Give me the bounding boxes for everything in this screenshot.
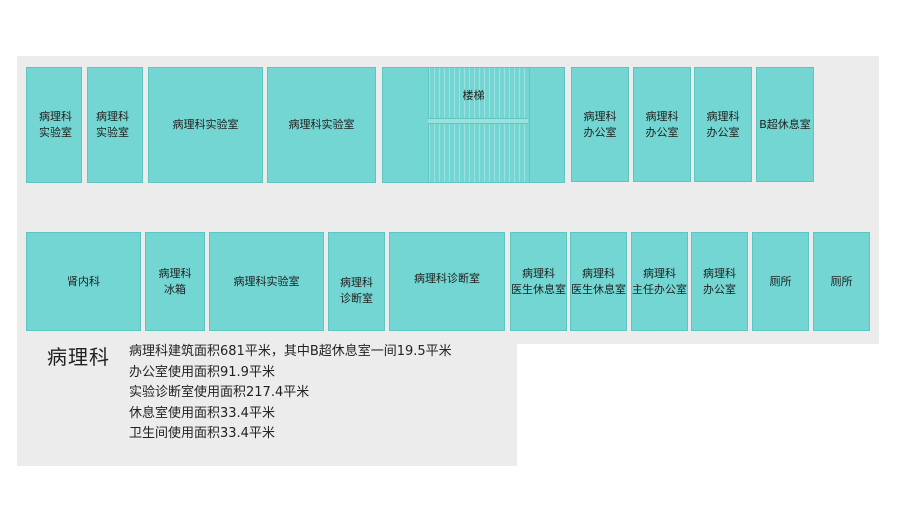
room-doctor-rest-2: 病理科 医生休息室 [570, 232, 627, 331]
room-label: 病理科 医生休息室 [511, 266, 566, 296]
stair-steps [428, 68, 530, 182]
room-office-1: 病理科 办公室 [571, 67, 629, 182]
room-diagnosis-2: 病理科诊断室 [389, 232, 505, 331]
room-label: 病理科 办公室 [703, 266, 736, 296]
department-title: 病理科 [47, 345, 110, 369]
room-label: 厕所 [769, 274, 792, 288]
room-label: 病理科 实验室 [96, 110, 129, 139]
note-line: 办公室使用面积91.9平米 [129, 364, 275, 380]
room-director-office: 病理科 主任办公室 [631, 232, 688, 331]
room-label: 病理科 实验室 [39, 110, 72, 139]
area-notes: 病理科建筑面积681平米，其中B超休息室一间19.5平米 办公室使用面积91.9… [129, 342, 452, 445]
room-label: 病理科实验室 [288, 118, 355, 131]
room-toilet-1: 厕所 [752, 232, 809, 331]
room-lab-4: 病理科实验室 [267, 67, 376, 183]
room-diagnosis-1: 病理科 诊断室 [328, 232, 385, 331]
room-label: 病理科 办公室 [706, 109, 740, 139]
room-lab-1: 病理科 实验室 [26, 67, 82, 183]
note-line: 病理科建筑面积681平米，其中B超休息室一间19.5平米 [129, 344, 452, 359]
room-label: 病理科 医生休息室 [571, 266, 626, 296]
room-office-4: 病理科 办公室 [691, 232, 748, 331]
room-label: B超休息室 [759, 117, 811, 131]
room-refrigerator: 病理科 冰箱 [145, 232, 205, 331]
note-line: 休息室使用面积33.4平米 [129, 405, 275, 421]
room-label: 病理科 冰箱 [158, 266, 192, 296]
room-label: 病理科诊断室 [414, 272, 480, 285]
room-office-3: 病理科 办公室 [694, 67, 752, 182]
room-nephrology: 肾内科 [26, 232, 141, 331]
room-office-2: 病理科 办公室 [633, 67, 691, 182]
stair-landing [428, 118, 528, 124]
room-label: 肾内科 [67, 274, 100, 288]
room-doctor-rest-1: 病理科 医生休息室 [510, 232, 567, 331]
room-stairs: 楼梯 [382, 67, 565, 183]
notes-panel-background [17, 344, 517, 466]
note-line: 卫生间使用面积33.4平米 [129, 426, 275, 441]
room-label: 厕所 [830, 274, 853, 288]
room-lab-2: 病理科 实验室 [87, 67, 143, 183]
room-label: 楼梯 [462, 89, 485, 102]
room-label: 病理科实验室 [233, 274, 300, 288]
room-label: 病理科实验室 [172, 118, 239, 131]
room-ultrasound-rest: B超休息室 [756, 67, 814, 182]
room-toilet-2: 厕所 [813, 232, 870, 331]
room-label: 病理科 诊断室 [340, 275, 373, 305]
room-label: 病理科 办公室 [645, 109, 679, 139]
room-label: 病理科 主任办公室 [632, 266, 687, 296]
room-label: 病理科 办公室 [583, 109, 617, 139]
room-lab-5: 病理科实验室 [209, 232, 324, 331]
room-lab-3: 病理科实验室 [148, 67, 263, 183]
note-line: 实验诊断室使用面积217.4平米 [129, 385, 310, 400]
